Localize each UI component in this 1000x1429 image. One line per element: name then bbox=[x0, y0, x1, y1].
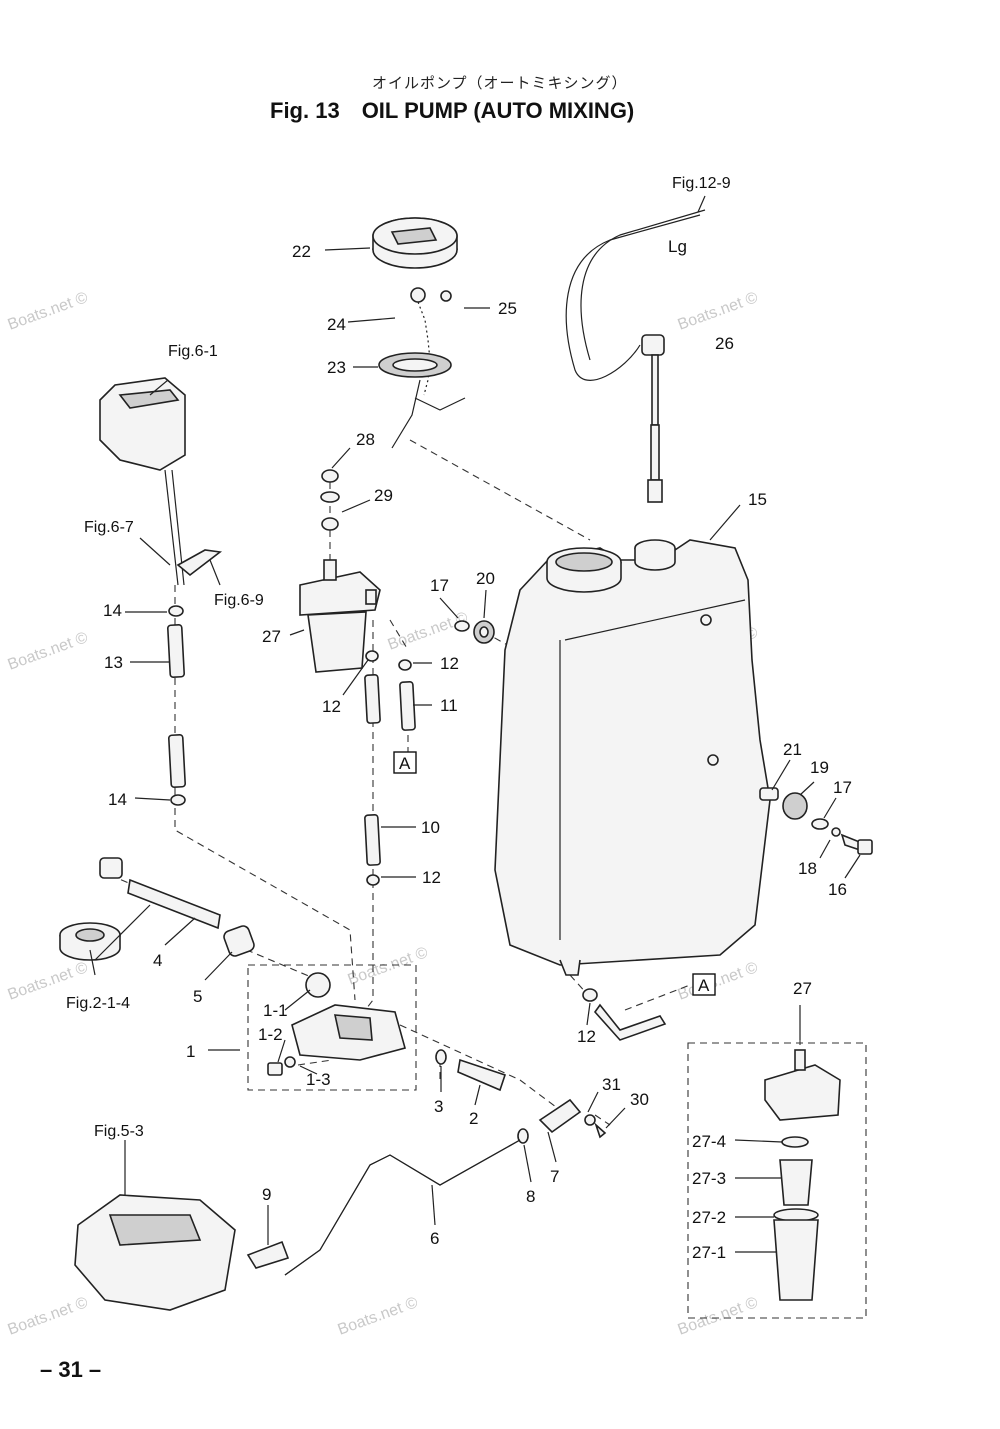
oil-pump-reference-fig6-1 bbox=[99, 377, 223, 586]
callout-1-2: 1-2 bbox=[258, 1025, 283, 1044]
japanese-subtitle: オイルポンプ（オートミキシング） bbox=[372, 74, 628, 92]
figure-title: Fig. 13 OIL PUMP (AUTO MIXING) bbox=[270, 98, 634, 124]
callout-6: 6 bbox=[430, 1229, 439, 1248]
watermark-3: Boats.net © bbox=[6, 629, 91, 674]
callout-22: 22 bbox=[292, 242, 311, 261]
callout-12-upper-left: 12 bbox=[322, 697, 341, 716]
pump-pins bbox=[435, 1049, 507, 1092]
callout-29: 29 bbox=[374, 486, 393, 505]
callout-4: 4 bbox=[153, 951, 162, 970]
fittings-28-29 bbox=[320, 469, 340, 531]
callout-8: 8 bbox=[526, 1187, 535, 1206]
carburetor-reference-fig5-3 bbox=[74, 1140, 236, 1311]
ref-fig6-9: Fig.6-9 bbox=[214, 592, 264, 609]
figure-number: Fig. 13 bbox=[270, 98, 340, 123]
figure-references: Fig.12-9 Fig.6-1 Fig.6-7 Fig.6-9 Fig.2-1… bbox=[66, 175, 731, 1140]
callout-12-lower: 12 bbox=[577, 1027, 596, 1046]
callout-27-filter: 27 bbox=[262, 627, 281, 646]
callout-30: 30 bbox=[630, 1090, 649, 1109]
callout-25: 25 bbox=[498, 299, 517, 318]
callout-1-3: 1-3 bbox=[306, 1070, 331, 1089]
callout-19: 19 bbox=[810, 758, 829, 777]
marker-a-upper: A bbox=[399, 754, 411, 773]
wire-color-lg: Lg bbox=[668, 237, 687, 256]
oil-pump-assembly bbox=[267, 972, 406, 1076]
callout-9: 9 bbox=[262, 1185, 271, 1204]
callout-31: 31 bbox=[602, 1075, 621, 1094]
callout-27-detail: 27 bbox=[793, 979, 812, 998]
callout-15: 15 bbox=[748, 490, 767, 509]
hose-clip bbox=[246, 1240, 290, 1269]
marker-a-lower: A bbox=[698, 976, 710, 995]
hose-joint-7-8 bbox=[517, 1098, 607, 1144]
oil-strainer bbox=[378, 352, 466, 449]
oil-filter bbox=[299, 559, 381, 673]
ref-fig6-7: Fig.6-7 bbox=[84, 519, 134, 536]
callout-12-middle: 12 bbox=[422, 868, 441, 887]
callout-18: 18 bbox=[798, 859, 817, 878]
callout-2: 2 bbox=[469, 1109, 478, 1128]
watermark-7: Boats.net © bbox=[346, 944, 431, 989]
cap-chain bbox=[410, 287, 452, 396]
callout-21: 21 bbox=[783, 740, 802, 759]
callout-27-2: 27-2 bbox=[692, 1208, 726, 1227]
watermark-2: Boats.net © bbox=[676, 289, 761, 334]
callout-13: 13 bbox=[104, 653, 123, 672]
oil-level-sensor bbox=[565, 209, 706, 503]
grommet-17-20 bbox=[454, 620, 495, 644]
oil-tank bbox=[494, 539, 771, 976]
watermark-10: Boats.net © bbox=[336, 1294, 421, 1339]
callout-24: 24 bbox=[327, 315, 346, 334]
callout-5: 5 bbox=[193, 987, 202, 1006]
callout-17-upper: 17 bbox=[430, 576, 449, 595]
callout-17-lower: 17 bbox=[833, 778, 852, 797]
watermark-1: Boats.net © bbox=[6, 289, 91, 334]
watermark-4: Boats.net © bbox=[386, 609, 471, 654]
callout-16: 16 bbox=[828, 880, 847, 899]
leader-lines bbox=[89, 195, 861, 1253]
mount-bolt-stack bbox=[759, 787, 873, 855]
callout-27-1: 27-1 bbox=[692, 1243, 726, 1262]
ref-fig12-9: Fig.12-9 bbox=[672, 175, 731, 192]
watermark-9: Boats.net © bbox=[6, 1294, 91, 1339]
callout-14-upper: 14 bbox=[103, 601, 122, 620]
hoses bbox=[167, 605, 667, 1041]
ref-fig6-1: Fig.6-1 bbox=[168, 343, 218, 360]
connection-marker-a-lower: A bbox=[692, 973, 716, 996]
callout-27-4: 27-4 bbox=[692, 1132, 726, 1151]
callout-3: 3 bbox=[434, 1097, 443, 1116]
drive-shaft-gear bbox=[59, 857, 255, 961]
callout-14-lower: 14 bbox=[108, 790, 127, 809]
callout-11: 11 bbox=[440, 696, 458, 715]
callout-7: 7 bbox=[550, 1167, 559, 1186]
filter-exploded-detail bbox=[764, 1049, 841, 1301]
callout-1: 1 bbox=[186, 1042, 195, 1061]
callout-12-upper-right: 12 bbox=[440, 654, 459, 673]
callout-labels: 22 25 24 23 26 28 29 15 17 20 27 12 12 1… bbox=[103, 237, 852, 1262]
connection-marker-a-upper: A bbox=[393, 751, 417, 774]
watermark-8: Boats.net © bbox=[676, 959, 761, 1004]
assembly-1-box bbox=[247, 964, 417, 1091]
assembly-27-box bbox=[687, 1042, 867, 1319]
delivery-pipe bbox=[284, 1139, 521, 1276]
callout-23: 23 bbox=[327, 358, 346, 377]
callout-1-1: 1-1 bbox=[263, 1001, 288, 1020]
callout-26: 26 bbox=[715, 334, 734, 353]
callout-28: 28 bbox=[356, 430, 375, 449]
callout-20: 20 bbox=[476, 569, 495, 588]
figure-name: OIL PUMP (AUTO MIXING) bbox=[361, 98, 635, 123]
page-number: – 31 – bbox=[40, 1357, 102, 1382]
callout-10: 10 bbox=[421, 818, 440, 837]
callout-27-3: 27-3 bbox=[692, 1169, 726, 1188]
ref-fig2-1-4: Fig.2-1-4 bbox=[66, 995, 130, 1012]
ref-fig5-3: Fig.5-3 bbox=[94, 1123, 144, 1140]
oil-tank-cap bbox=[372, 217, 458, 269]
